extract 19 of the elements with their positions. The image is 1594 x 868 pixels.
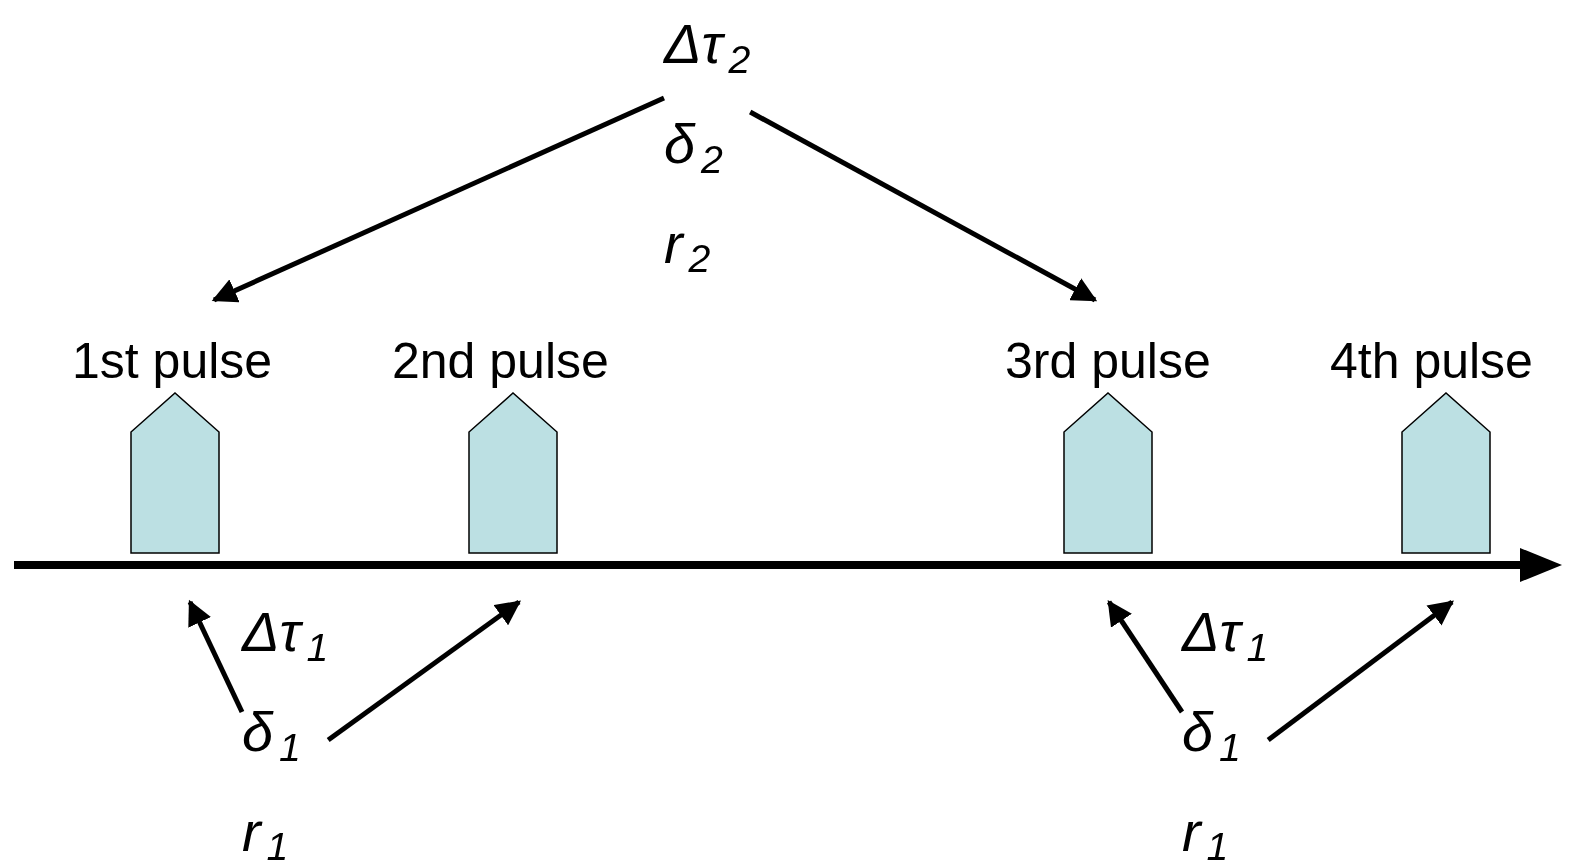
pulse-label: 4th pulse (1330, 332, 1533, 390)
pulse-label: 3rd pulse (1005, 332, 1211, 390)
arrow (326, 599, 522, 743)
arrow (1106, 599, 1185, 714)
arrow (211, 95, 666, 303)
parameter-symbol: Δτ$_{1}$ (242, 599, 329, 671)
arrow (749, 109, 1098, 303)
parameter-symbol: r$_{2}$ (664, 210, 711, 283)
arrow (1266, 600, 1454, 742)
parameter-symbol: δ$_{1}$ (1182, 698, 1241, 771)
parameter-symbol: Δτ$_{2}$ (664, 11, 751, 83)
pulse-label: 2nd pulse (392, 332, 609, 390)
parameter-symbol: δ$_{2}$ (664, 110, 723, 183)
parameter-symbol: δ$_{1}$ (242, 698, 301, 771)
parameter-symbol: r$_{1}$ (1182, 798, 1229, 868)
parameter-symbol: r$_{1}$ (242, 798, 289, 868)
parameter-symbol: Δτ$_{1}$ (1182, 599, 1269, 671)
arrow (187, 599, 245, 714)
pulse-label: 1st pulse (72, 332, 273, 390)
